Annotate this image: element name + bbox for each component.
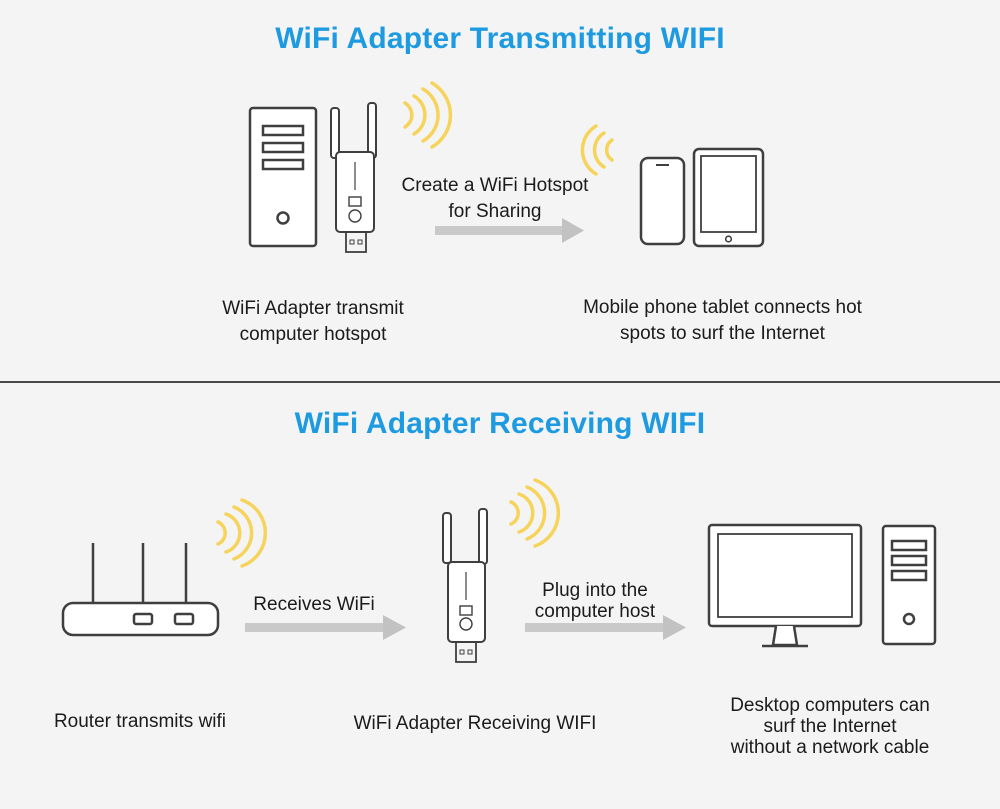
wifi-adapter-icon xyxy=(442,508,488,663)
router-caption: Router transmits wifi xyxy=(53,711,227,732)
caption-line: computer hotspot xyxy=(239,324,387,345)
transmitting-title: WiFi Adapter Transmitting WIFI xyxy=(275,22,725,55)
router-icon xyxy=(61,543,220,637)
wifi-signal-icon xyxy=(509,478,561,548)
adapter-receive-caption: WiFi Adapter Receiving WIFI xyxy=(353,713,597,734)
arrow-icon xyxy=(435,218,584,243)
caption-line: spots to surf the Internet xyxy=(620,323,825,344)
arrow-label-line: for Sharing xyxy=(448,201,542,222)
wifi-adapter-icon xyxy=(330,102,377,253)
wifi-signal-icon xyxy=(403,81,453,149)
wifi-signal-icon xyxy=(216,498,268,568)
arrow-icon xyxy=(245,615,406,640)
caption-line: WiFi Adapter transmit xyxy=(222,298,404,319)
caption-line: without a network cable xyxy=(730,737,930,758)
plug-arrow-label: Plug into the computer host xyxy=(505,580,685,622)
receives-arrow-label: Receives WiFi xyxy=(253,594,375,615)
arrow-label-line: computer host xyxy=(534,601,656,622)
monitor-icon xyxy=(707,523,863,648)
hotspot-arrow-label: Create a WiFi Hotspot for Sharing xyxy=(370,173,620,225)
adapter-transmit-caption: WiFi Adapter transmit computer hotspot xyxy=(178,296,448,348)
arrow-icon xyxy=(525,615,686,640)
receiving-title: WiFi Adapter Receiving WIFI xyxy=(294,407,706,440)
caption-line: Mobile phone tablet connects hot xyxy=(583,297,862,318)
desktop-caption: Desktop computers can surf the Internet … xyxy=(700,695,960,758)
caption-line: surf the Internet xyxy=(763,716,897,737)
tablet-icon xyxy=(692,147,765,248)
caption-line: Desktop computers can xyxy=(730,695,930,716)
section-divider xyxy=(0,381,1000,383)
devices-caption: Mobile phone tablet connects hot spots t… xyxy=(545,295,900,347)
phone-icon xyxy=(639,156,686,246)
pc-tower-icon xyxy=(881,524,937,646)
arrow-label-line: Plug into the xyxy=(542,580,648,601)
pc-tower-icon xyxy=(248,106,318,248)
wifi-signal-icon xyxy=(580,124,614,176)
transmitting-panel xyxy=(0,0,1000,381)
arrow-label-line: Create a WiFi Hotspot xyxy=(401,175,589,196)
